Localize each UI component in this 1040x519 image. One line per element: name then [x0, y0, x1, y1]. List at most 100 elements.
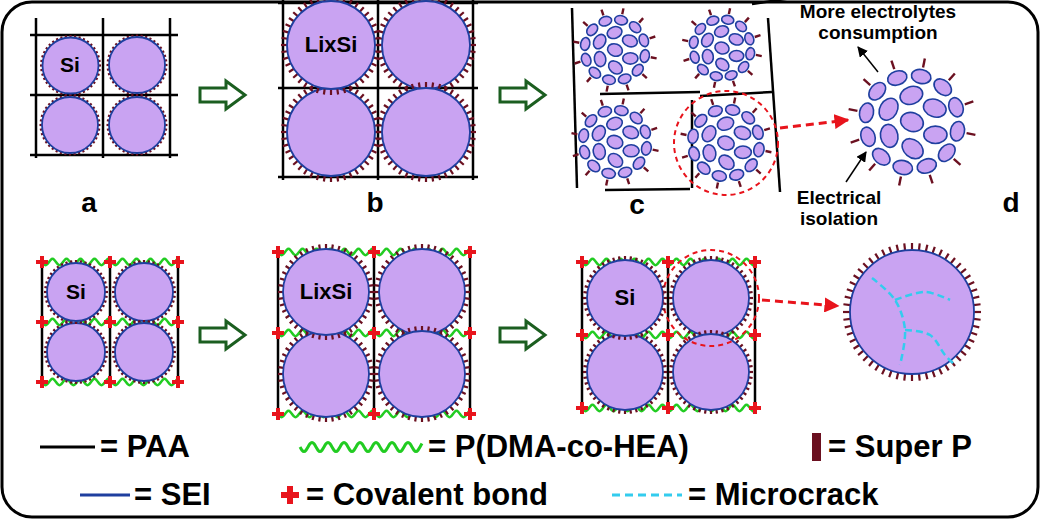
fragment: [605, 115, 624, 132]
fragment: [898, 109, 926, 134]
covalent-bond-cross: [749, 329, 761, 341]
particle-label: Si: [41, 257, 111, 327]
cross-bar: [372, 408, 376, 420]
fragment: [601, 167, 616, 179]
fragment: [578, 128, 590, 143]
fragment: [729, 51, 743, 62]
super-p-mark: [463, 156, 468, 159]
paa-line: [768, 18, 780, 192]
fragment: [639, 49, 651, 63]
super-p-mark: [748, 71, 752, 75]
super-p-mark: [317, 87, 319, 93]
super-p-mark: [653, 150, 659, 151]
silicon-particle: [287, 88, 375, 176]
cross-bar: [666, 402, 670, 414]
super-p-mark: [573, 42, 579, 43]
zoom-arrow: [780, 120, 848, 128]
paa-line: [469, 248, 472, 418]
super-p-mark: [459, 74, 464, 78]
super-p-mark: [889, 371, 891, 378]
covalent-bond-cross: [272, 327, 284, 339]
super-p-mark: [960, 269, 965, 273]
super-p-mark: [468, 57, 474, 59]
super-p-mark: [734, 98, 735, 104]
super-p-mark: [304, 3, 307, 8]
super-p-mark: [283, 144, 289, 146]
super-p-mark: [695, 74, 699, 78]
super-p-mark: [622, 8, 623, 14]
cross-bar: [108, 256, 112, 268]
super-p-mark: [582, 113, 586, 117]
covalent-bond-cross: [272, 408, 284, 420]
microcrack: [895, 292, 950, 300]
super-p-mark: [745, 18, 749, 22]
fragment: [602, 74, 616, 86]
illustration-body: [30, 0, 981, 422]
cross-bar: [176, 376, 180, 388]
legend-text: = Microcrack: [688, 477, 878, 513]
fragment: [621, 33, 639, 49]
silicon-particle: [587, 334, 663, 410]
super-p-mark: [918, 374, 921, 381]
covalent-bond-cross: [576, 329, 588, 341]
cross-bar: [468, 327, 472, 339]
super-p-mark: [289, 18, 294, 21]
legend-sample: [80, 494, 130, 497]
fragment: [711, 170, 727, 183]
super-p-mark: [388, 74, 393, 78]
highlight-circle: [663, 250, 759, 346]
super-p-mark: [858, 351, 863, 355]
super-p-mark: [364, 99, 369, 103]
paa-line: [30, 94, 178, 97]
panel-letter: d: [996, 188, 1026, 218]
paa-line: [605, 189, 690, 190]
fragment: [879, 123, 900, 149]
super-p-mark: [455, 94, 459, 99]
super-p-mark: [393, 78, 397, 83]
fragment: [713, 56, 731, 74]
fragment: [921, 96, 949, 120]
super-p-mark: [682, 40, 688, 41]
fragment: [898, 135, 927, 163]
fragment: [915, 156, 938, 175]
fragment: [721, 14, 735, 25]
super-p-mark: [939, 368, 942, 374]
process-arrow: [200, 81, 245, 109]
particle-label: LixSi: [278, 0, 384, 98]
super-p-mark: [843, 311, 850, 313]
silicon-particle: [109, 37, 165, 93]
paa-line: [177, 256, 180, 388]
super-p-mark: [651, 128, 657, 130]
fragment: [606, 42, 624, 59]
super-p-mark: [289, 69, 294, 72]
super-p-mark: [864, 79, 871, 85]
paa-line: [667, 256, 670, 412]
super-p-mark: [897, 245, 899, 252]
super-p-mark: [682, 156, 688, 158]
super-p-mark: [849, 109, 858, 111]
fragment: [592, 143, 607, 161]
super-p-mark: [733, 81, 735, 87]
paa-line: [472, 0, 475, 180]
super-p-mark: [851, 140, 860, 143]
super-p-mark: [378, 118, 384, 120]
super-p-mark: [847, 332, 854, 334]
panel-letter: b: [360, 188, 390, 218]
fragment: [695, 160, 712, 177]
super-p-mark: [903, 243, 906, 250]
super-p-mark: [756, 55, 762, 56]
super-p-mark: [425, 82, 427, 88]
super-p-mark: [639, 18, 643, 22]
paa-line: [102, 18, 105, 158]
cross-bar: [276, 246, 280, 258]
super-p-mark: [463, 69, 468, 72]
super-p-mark: [455, 165, 459, 170]
super-p-mark: [684, 59, 690, 61]
super-p-mark: [918, 243, 921, 250]
fragment: [623, 53, 638, 64]
super-p-mark: [384, 105, 389, 108]
fragment: [897, 83, 925, 107]
super-p-mark: [459, 161, 464, 165]
fragment: [713, 24, 730, 39]
